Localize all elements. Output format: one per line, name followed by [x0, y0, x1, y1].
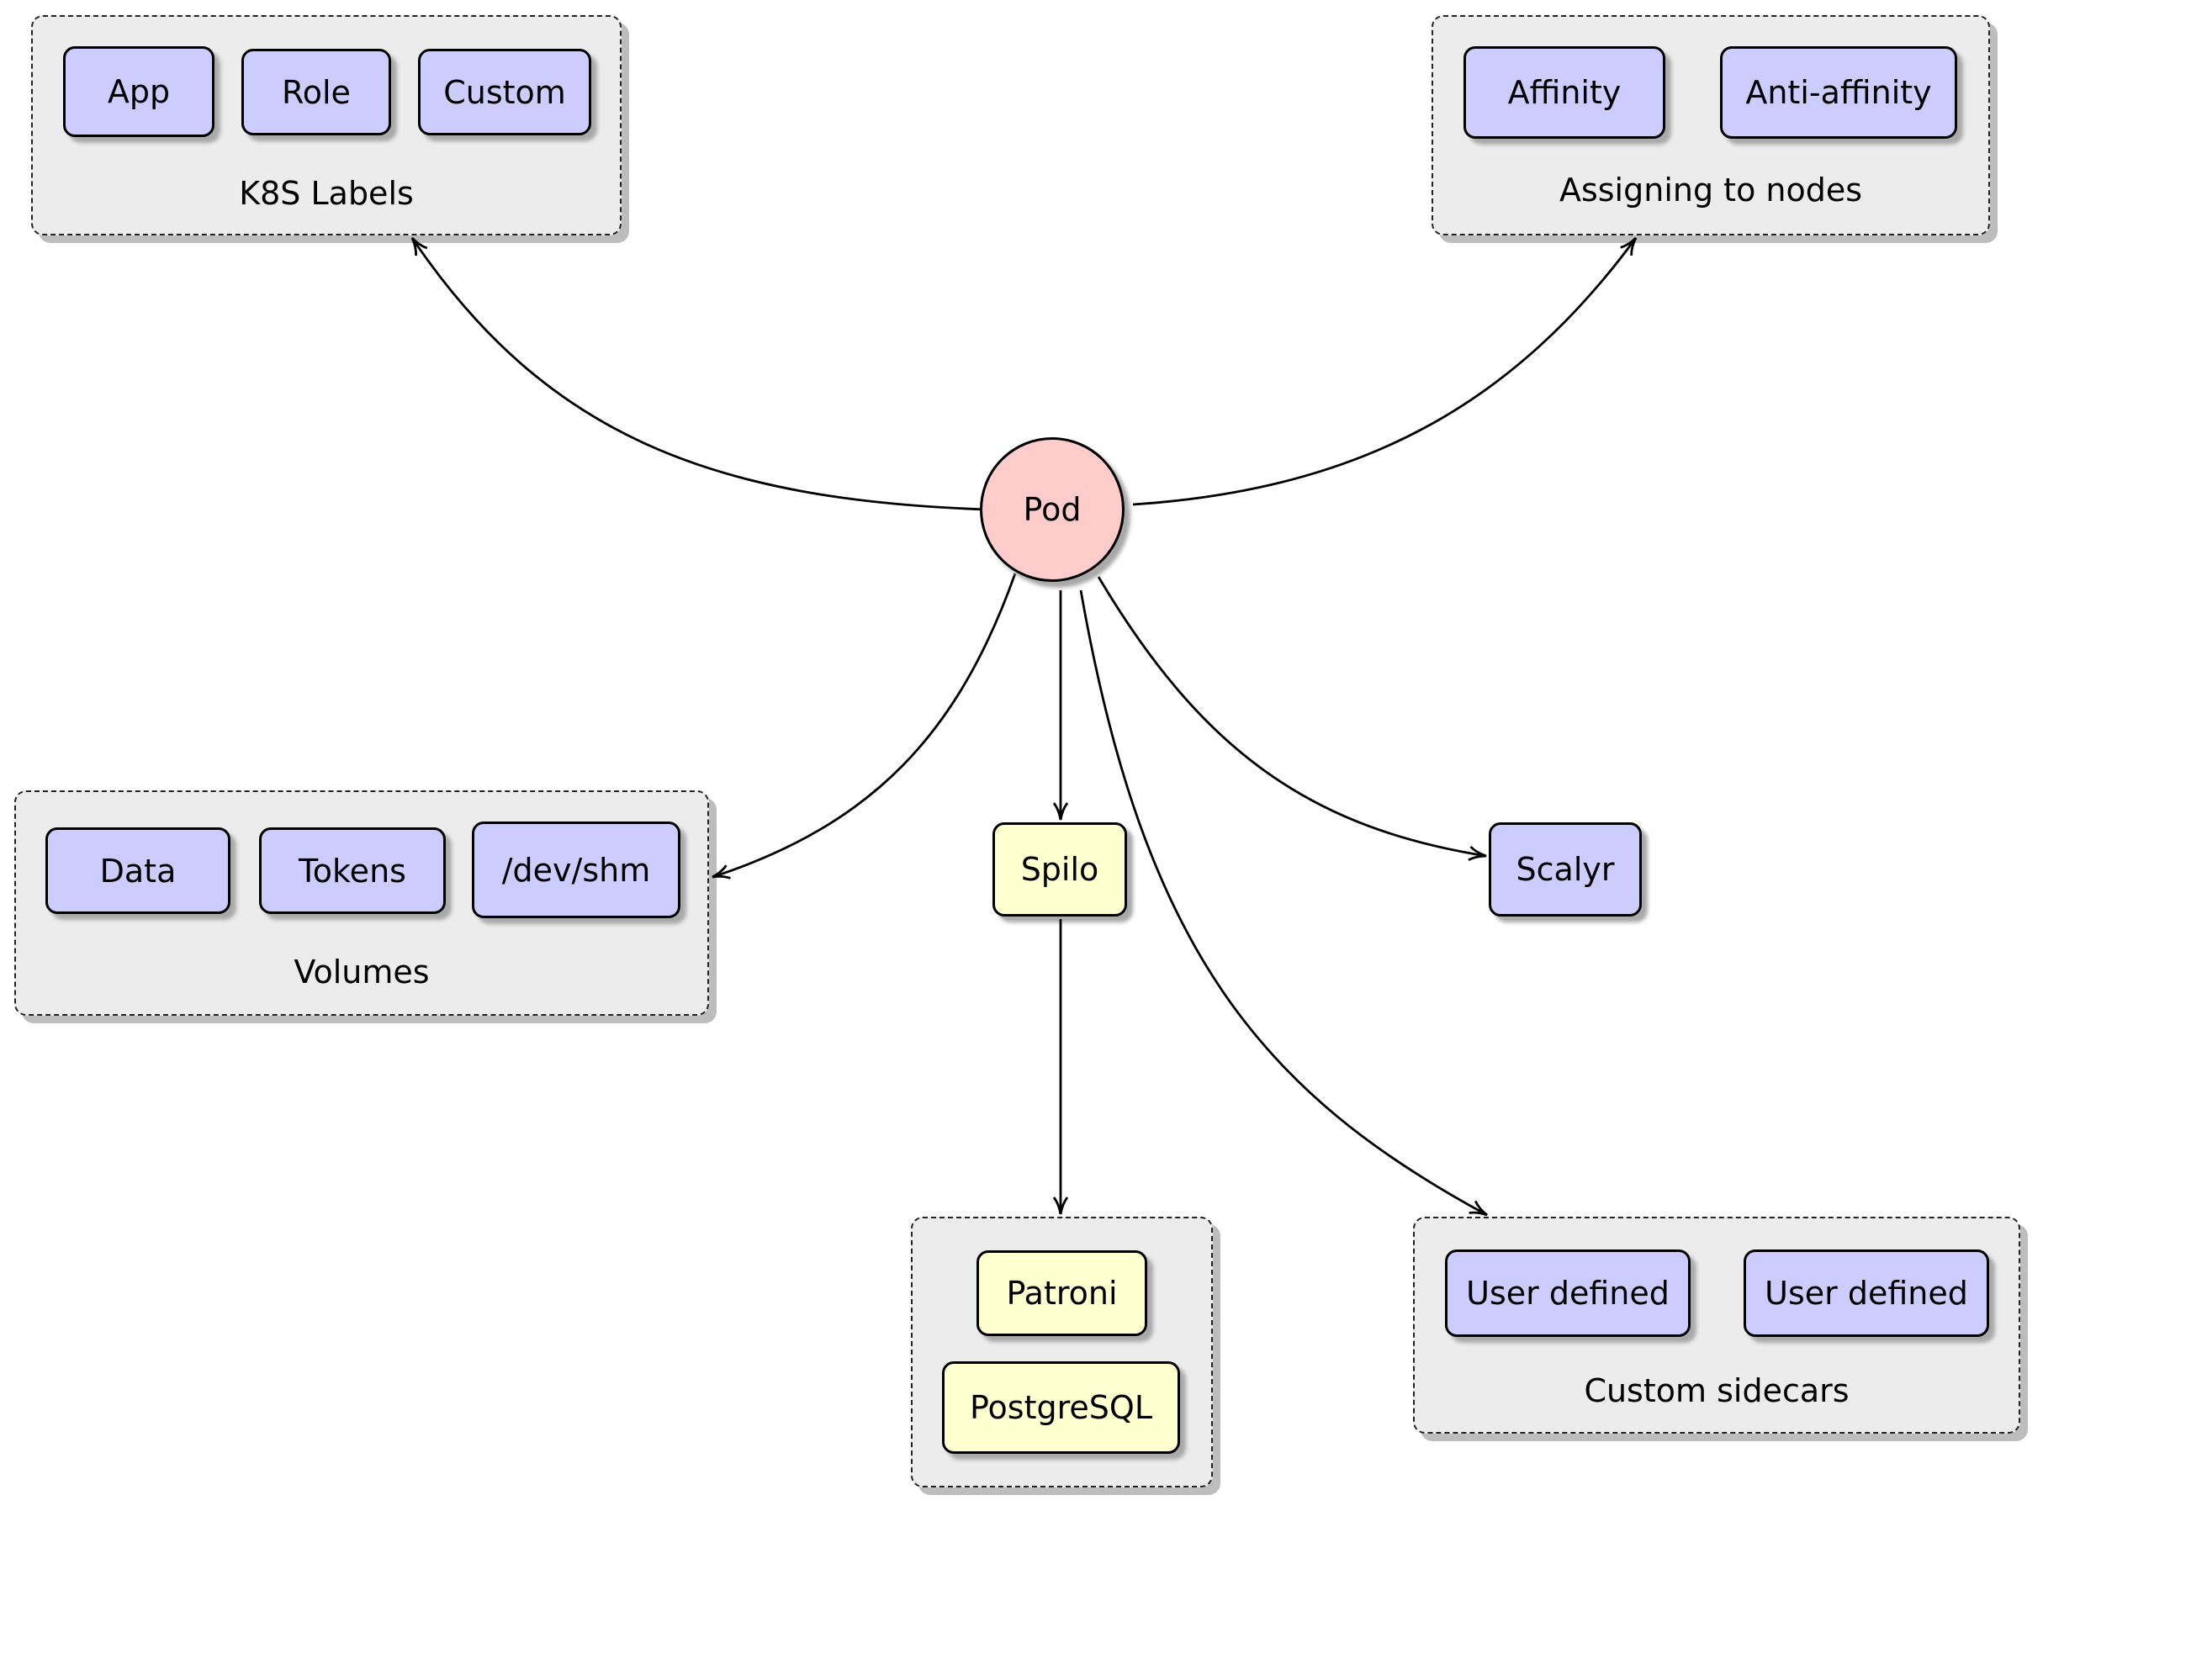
node-scalyr: Scalyr: [1489, 822, 1642, 917]
group-k8s-labels: App Role Custom K8S Labels: [31, 15, 622, 235]
node-data: Data: [45, 827, 230, 914]
node-custom: Custom: [418, 49, 591, 135]
edge-pod-to-k8s-labels: [410, 237, 989, 511]
group-volumes: Data Tokens /dev/shm Volumes: [14, 790, 709, 1016]
group-spilo-components: Patroni PostgreSQL: [911, 1217, 1213, 1487]
node-dev-shm: /dev/shm: [472, 822, 680, 918]
group-label-custom-sidecars: Custom sidecars: [1584, 1372, 1850, 1409]
edge-pod-to-volumes: [712, 573, 1017, 880]
node-spilo: Spilo: [992, 822, 1127, 917]
node-patroni: Patroni: [976, 1250, 1147, 1336]
node-user-defined-1: User defined: [1445, 1249, 1691, 1337]
edge-pod-to-assigning: [1132, 236, 1638, 506]
group-label-volumes: Volumes: [294, 954, 430, 991]
node-anti-affinity: Anti-affinity: [1720, 46, 1957, 139]
node-user-defined-2: User defined: [1744, 1249, 1989, 1337]
node-role: Role: [241, 49, 391, 135]
pod-node: Pod: [980, 437, 1125, 582]
group-label-k8s-labels: K8S Labels: [239, 175, 414, 212]
edge-pod-to-sidecars: [1079, 589, 1488, 1217]
edge-pod-to-scalyr: [1097, 576, 1487, 861]
node-affinity: Affinity: [1463, 46, 1665, 139]
group-assigning-to-nodes: Affinity Anti-affinity Assigning to node…: [1432, 15, 1990, 235]
node-app: App: [63, 46, 214, 137]
node-tokens: Tokens: [259, 827, 446, 914]
node-postgresql: PostgreSQL: [942, 1361, 1180, 1454]
group-custom-sidecars: User defined User defined Custom sidecar…: [1413, 1217, 2020, 1434]
group-label-assigning-to-nodes: Assigning to nodes: [1559, 172, 1863, 209]
